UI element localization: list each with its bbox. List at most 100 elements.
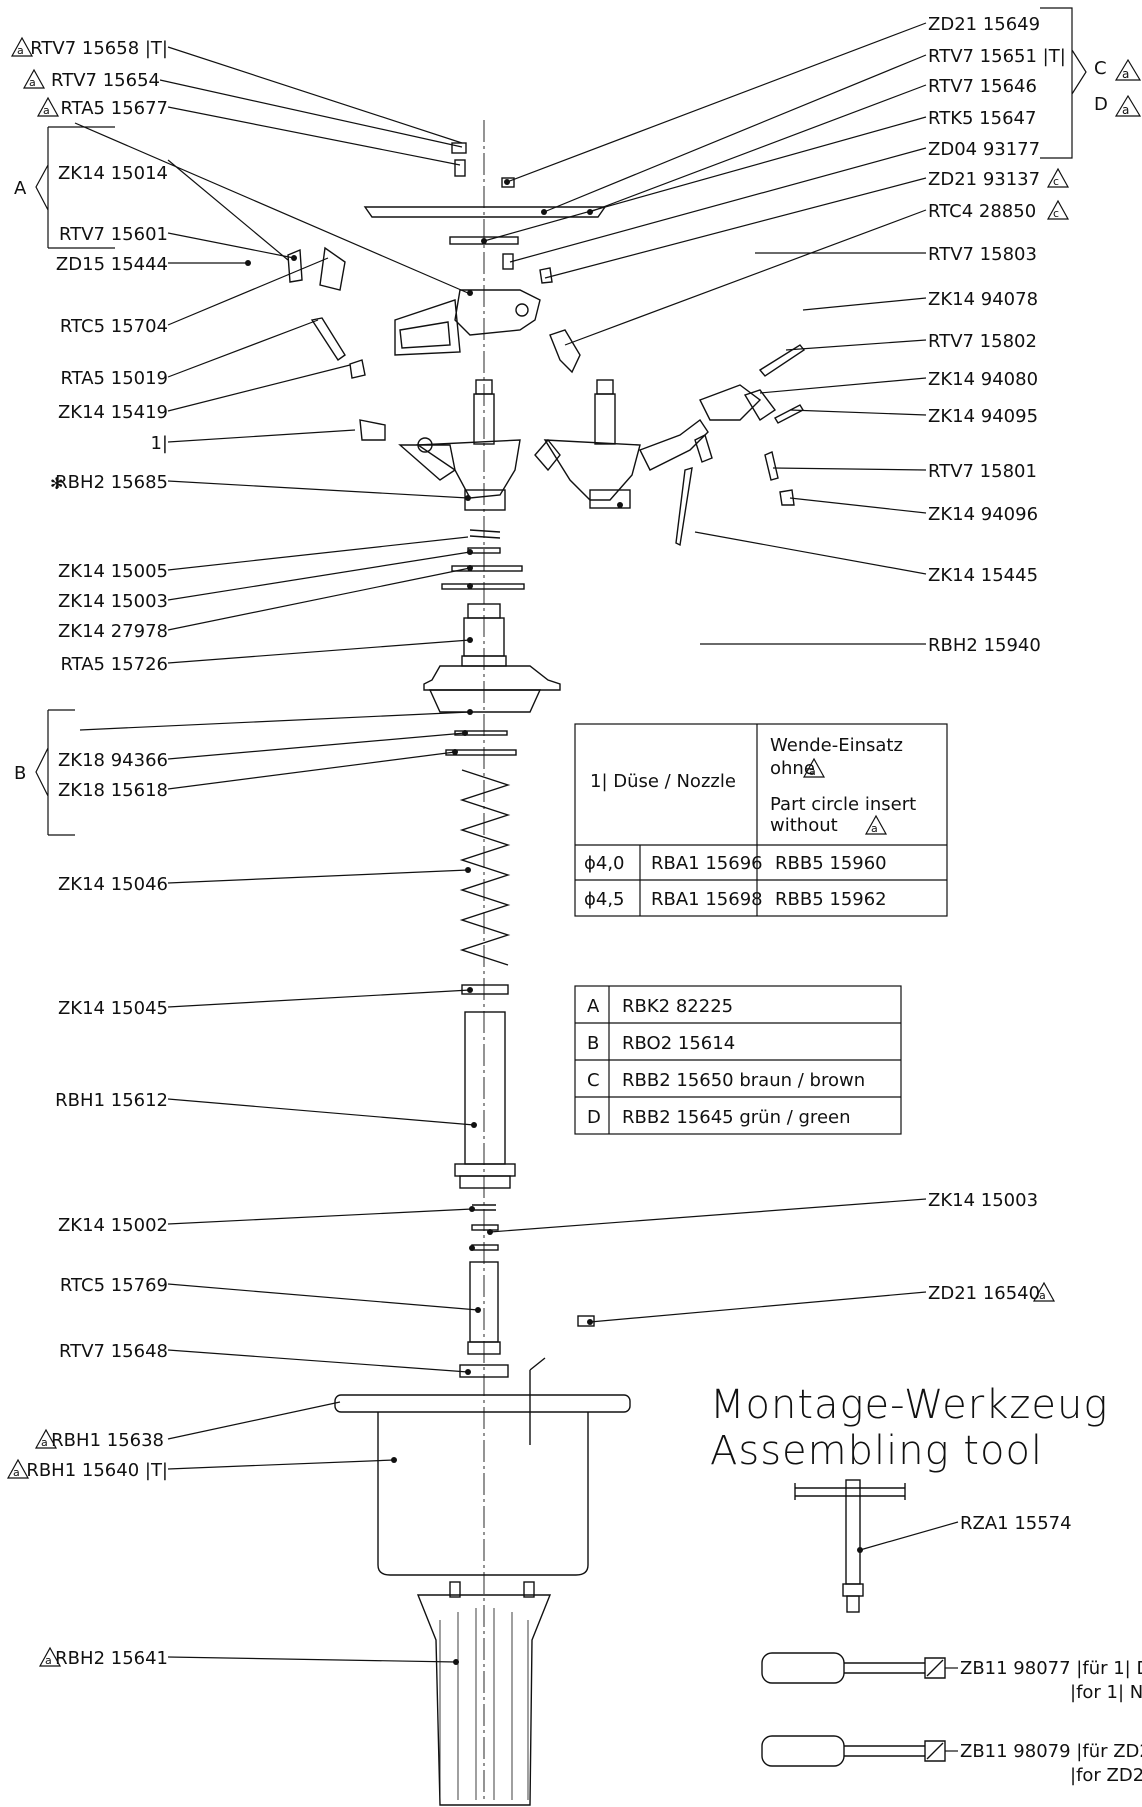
- svg-text:a: a: [17, 44, 24, 57]
- leader-lines-left: [74, 46, 479, 1663]
- tool-2-label: ZB11 98079 |für ZD2: [960, 1741, 1142, 1762]
- warning-triangle-icon: a: [802, 757, 826, 778]
- label-left-2: RTA5 15677: [60, 98, 168, 119]
- kit-r1-c0: B: [587, 1033, 599, 1054]
- right-labels: ZD21 15649 RTV7 15651 |T| RTV7 15646 RTK…: [928, 14, 1066, 1304]
- nozzle-r1-c0: ϕ4,5: [584, 889, 625, 910]
- base-housing: [334, 1357, 631, 1806]
- label-left-12: ZK14 15003: [58, 591, 168, 612]
- label-right-5: ZD21 93137: [928, 169, 1040, 190]
- nozzle-table: 1| Düse / Nozzle Wende-Einsatz ohne Part…: [574, 723, 948, 917]
- label-left-9: 1|: [150, 433, 168, 454]
- tool-0-label: RZA1 15574: [960, 1513, 1072, 1534]
- label-left-11: ZK14 15005: [58, 561, 168, 582]
- kit-r2-c1: RBB2 15650 braun / brown: [622, 1070, 865, 1091]
- svg-text:a: a: [871, 822, 878, 835]
- nozzle-r0-c2: RBB5 15960: [775, 853, 887, 874]
- left-label-marks: a a a ✻ a a a: [6, 36, 63, 1667]
- kit-r3-c0: D: [587, 1107, 601, 1128]
- warning-triangle-icon: c: [1046, 167, 1070, 188]
- svg-text:a: a: [29, 76, 36, 89]
- star-mark-icon: ✻: [50, 474, 63, 493]
- label-left-17: ZK14 15046: [58, 874, 168, 895]
- svg-text:c: c: [1053, 207, 1059, 220]
- bracket-cd: [1040, 7, 1087, 159]
- warning-triangle-icon: a: [10, 36, 34, 57]
- tool-1-label2: |for 1| N: [1070, 1682, 1142, 1703]
- label-right-2: RTV7 15646: [928, 76, 1037, 97]
- label-right-4: ZD04 93177: [928, 139, 1040, 160]
- label-left-6: RTC5 15704: [60, 316, 168, 337]
- label-left-8: ZK14 15419: [58, 402, 168, 423]
- warning-triangle-icon: a: [22, 68, 46, 89]
- warning-triangle-icon: a: [864, 814, 888, 835]
- tool-title-de: Montage-Werkzeug: [710, 1382, 1108, 1428]
- svg-text:a: a: [41, 1436, 48, 1449]
- label-right-14: ZK14 15445: [928, 565, 1038, 586]
- label-right-10: ZK14 94080: [928, 369, 1038, 390]
- label-left-13: ZK14 27978: [58, 621, 168, 642]
- label-right-13: ZK14 94096: [928, 504, 1038, 525]
- tool-1-label: ZB11 98077 |für 1| D: [960, 1658, 1142, 1679]
- label-right-15: RBH2 15940: [928, 635, 1041, 656]
- label-left-1: RTV7 15654: [51, 70, 160, 91]
- nozzle-header-col2-l3: Part circle insert: [770, 794, 916, 815]
- nozzle-r1-c2: RBB5 15962: [775, 889, 887, 910]
- top-cap-assembly: [287, 142, 607, 374]
- label-left-14: RTA5 15726: [60, 654, 168, 675]
- label-left-24: RBH1 15640 |T|: [26, 1460, 168, 1481]
- kit-r2-c0: C: [587, 1070, 600, 1091]
- bracket-b: [35, 709, 75, 836]
- bracket-a-label: A: [14, 178, 27, 199]
- label-left-10: RBH2 15685: [55, 472, 168, 493]
- kit-r0-c0: A: [587, 996, 600, 1017]
- nozzle-r0-c0: ϕ4,0: [584, 853, 625, 874]
- warning-triangle-icon: c: [1046, 199, 1070, 220]
- label-left-18: ZK14 15045: [58, 998, 168, 1019]
- central-stack: [423, 529, 595, 1378]
- bracket-a: [35, 126, 115, 249]
- leader-dots: [245, 179, 863, 1665]
- label-right-0: ZD21 15649: [928, 14, 1040, 35]
- svg-text:a: a: [1122, 103, 1129, 117]
- assembly-tools: [761, 1479, 946, 1767]
- svg-text:c: c: [1053, 175, 1059, 188]
- label-left-23: RBH1 15638: [51, 1430, 164, 1451]
- label-right-17: ZD21 16540: [928, 1283, 1040, 1304]
- tool-2-label2: |for ZD2: [1070, 1765, 1142, 1786]
- label-left-7: RTA5 15019: [60, 368, 168, 389]
- label-right-16: ZK14 15003: [928, 1190, 1038, 1211]
- svg-text:a: a: [1122, 67, 1129, 81]
- warning-triangle-icon: a: [36, 96, 60, 117]
- svg-text:a: a: [13, 1466, 20, 1479]
- kit-r0-c1: RBK2 82225: [622, 996, 733, 1017]
- bracket-c-label: C: [1094, 58, 1107, 79]
- kit-r1-c1: RBO2 15614: [622, 1033, 735, 1054]
- label-left-15: ZK18 94366: [58, 750, 168, 771]
- label-left-21: RTC5 15769: [60, 1275, 168, 1296]
- tool-title-en: Assembling tool: [710, 1428, 1043, 1474]
- nozzle-header-col2-l1: Wende-Einsatz: [770, 735, 903, 756]
- label-right-8: ZK14 94078: [928, 289, 1038, 310]
- warning-triangle-icon: a: [38, 1646, 62, 1667]
- svg-text:a: a: [45, 1654, 52, 1667]
- label-left-0: RTV7 15658 |T|: [30, 38, 168, 59]
- label-left-20: ZK14 15002: [58, 1215, 168, 1236]
- label-left-4: RTV7 15601: [59, 224, 168, 245]
- svg-text:a: a: [809, 765, 816, 778]
- label-right-3: RTK5 15647: [928, 108, 1036, 129]
- label-left-22: RTV7 15648: [59, 1341, 168, 1362]
- nozzle-header-col2-l4: without: [770, 815, 838, 836]
- label-left-3: ZK14 15014: [58, 163, 168, 184]
- svg-text:a: a: [43, 104, 50, 117]
- warning-triangle-icon: a: [6, 1458, 30, 1479]
- bracket-d-label: D: [1094, 94, 1108, 115]
- nozzle-r1-c1: RBA1 15698: [651, 889, 763, 910]
- kit-r3-c1: RBB2 15645 grün / green: [622, 1107, 851, 1128]
- warning-triangle-icon: a: [1032, 1281, 1056, 1302]
- svg-text:a: a: [1039, 1289, 1046, 1302]
- nozzle-r0-c1: RBA1 15696: [651, 853, 763, 874]
- label-right-7: RTV7 15803: [928, 244, 1037, 265]
- label-right-11: ZK14 94095: [928, 406, 1038, 427]
